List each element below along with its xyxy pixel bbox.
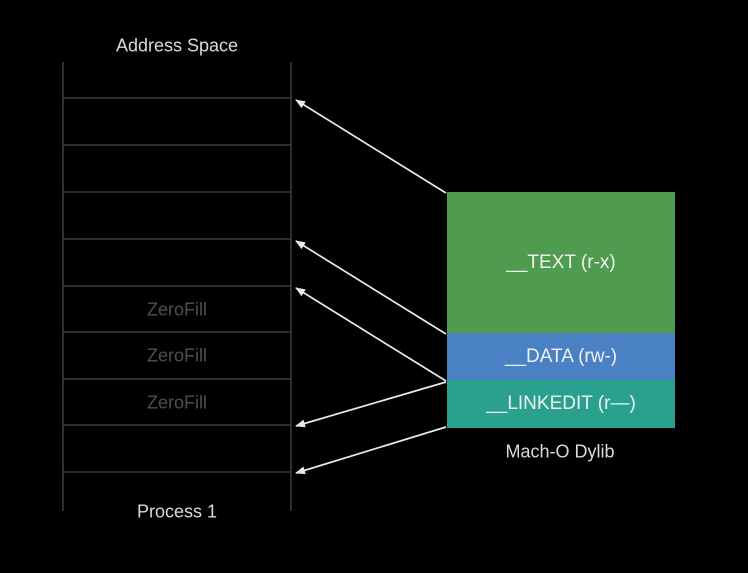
- segment-linkedit-label: __LINKEDIT (r—): [486, 393, 636, 414]
- segment-data-label: __DATA (rw-): [504, 345, 618, 367]
- arrow-linkedit-top: [295, 381, 447, 428]
- zerofill-label: ZeroFill: [146, 392, 208, 413]
- arrow-text-data: [295, 240, 447, 335]
- process-label: Process 1: [136, 501, 218, 522]
- zerofill-label: ZeroFill: [146, 345, 208, 366]
- arrow-text-top: [295, 99, 447, 194]
- dylib-box: __TEXT (r-x) __DATA (rw-) __LINKEDIT (r—…: [447, 192, 675, 428]
- zerofill-label: ZeroFill: [146, 299, 208, 320]
- dylib-label: Mach-O Dylib: [505, 441, 615, 462]
- address-space-ladder: [62, 62, 292, 511]
- segment-data: __DATA (rw-): [447, 333, 675, 380]
- segment-text-label: __TEXT (r-x): [506, 251, 616, 273]
- address-space-title: Address Space: [115, 35, 239, 56]
- arrow-linkedit-bottom: [295, 426, 447, 475]
- mapping-arrows: [295, 99, 447, 475]
- segment-text: __TEXT (r-x): [447, 192, 675, 333]
- segment-linkedit: __LINKEDIT (r—): [447, 380, 675, 428]
- arrow-data-linkedit: [295, 287, 447, 382]
